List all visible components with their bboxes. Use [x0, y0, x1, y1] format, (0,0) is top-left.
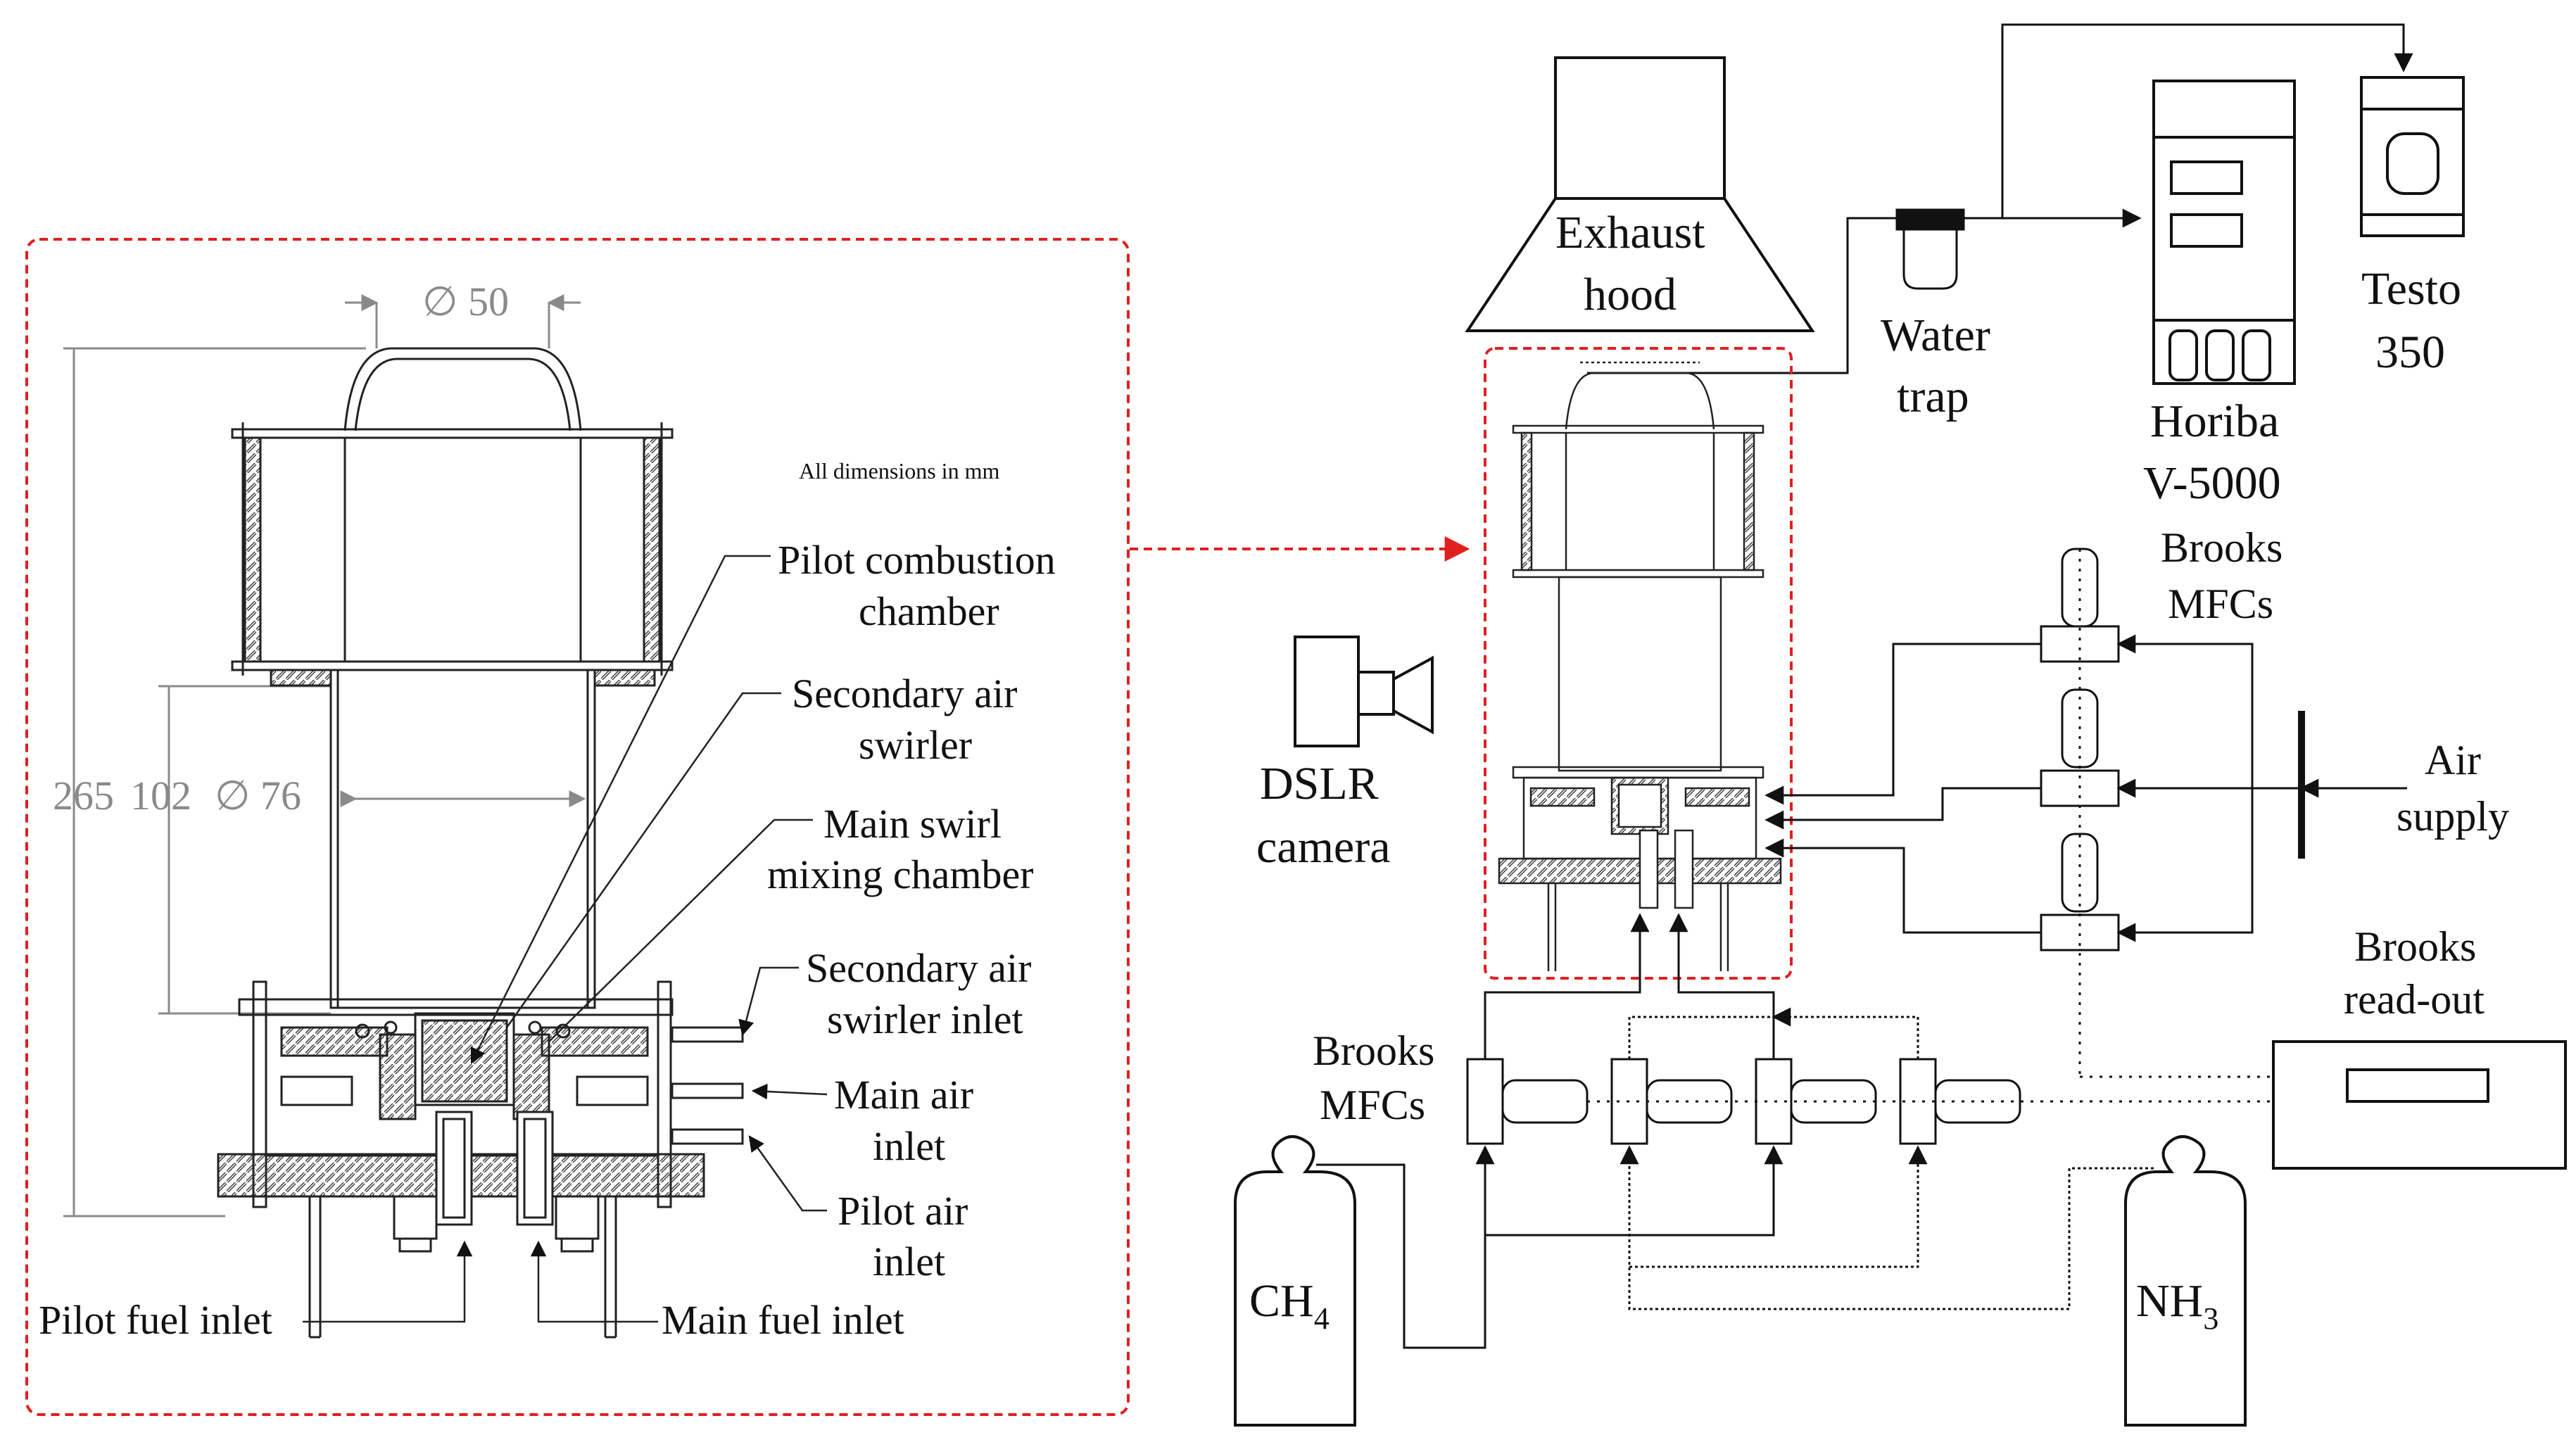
air-supply-label-2: supply: [2397, 793, 2509, 840]
water-trap-label: Water: [1881, 310, 1990, 361]
brooks-readout-label-2: read-out: [2344, 976, 2485, 1023]
quartz-tube: [329, 669, 596, 1009]
horiba-label: Horiba: [2150, 396, 2279, 447]
nh3-label-subscript: 3: [2203, 1301, 2218, 1336]
ch4-cylinder: [1234, 1135, 1356, 1427]
exhaust-hood-label: Exhaust: [1555, 207, 1705, 258]
label-pilot-fuel-inlet: Pilot fuel inlet: [39, 1297, 272, 1343]
sampling-lines: [1587, 23, 2413, 374]
label-pilot-combustion-chamber: Pilot combustion: [778, 537, 1056, 583]
label-secondary-air-swirler: Secondary air: [792, 671, 1017, 716]
water-trap: [1895, 208, 1965, 290]
label-secondary-air-swirler-2: swirler: [859, 722, 972, 768]
burner-setup: [1484, 347, 1793, 980]
dimension-note: All dimensions in mm: [799, 458, 999, 483]
upper-combustion-chamber: [231, 347, 674, 687]
exhaust-hood: [1465, 56, 1815, 332]
label-pilot-air-inlet: Pilot air: [838, 1188, 968, 1234]
label-pilot-air-inlet-2: inlet: [873, 1239, 945, 1284]
label-pilot-combustion-chamber-2: chamber: [859, 588, 999, 634]
brooks-readout: [2272, 1040, 2567, 1170]
testo-analyzer: [2360, 76, 2465, 237]
ch4-label: CH4: [1249, 1275, 1330, 1336]
burner-body: [217, 980, 744, 1339]
dslr-camera: [1294, 636, 1434, 747]
label-main-air-inlet: Main air: [834, 1072, 973, 1118]
dim-diameter-50: ∅ 50: [422, 279, 509, 324]
label-main-air-inlet-2: inlet: [873, 1123, 945, 1169]
ch4-label-base: CH: [1249, 1275, 1314, 1327]
horiba-analyzer: [2152, 80, 2296, 385]
leader-lines: [303, 555, 828, 1323]
ch4-label-subscript: 4: [1314, 1301, 1330, 1336]
dslr-camera-label-2: camera: [1256, 821, 1391, 873]
brooks-readout-label: Brooks: [2354, 923, 2476, 970]
nh3-label: NH3: [2136, 1275, 2218, 1336]
fuel-mfc-label: Brooks: [1313, 1028, 1434, 1074]
label-main-swirl-mixing-chamber-2: mixing chamber: [767, 852, 1034, 897]
label-secondary-air-swirler-inlet: Secondary air: [806, 945, 1031, 991]
air-supply-lines: [1764, 634, 2407, 942]
nh3-cylinder: [2124, 1135, 2247, 1427]
experimental-setup-panel: Exhaust hood Water trap Horiba V-5000: [1234, 23, 2567, 1427]
burner-detail-panel: ∅ 50 265 102 ∅ 76 All dimensions in mm P…: [25, 238, 1130, 1416]
water-trap-label-2: trap: [1897, 371, 1969, 422]
testo-label: Testo: [2361, 263, 2461, 315]
air-mfc-label-2: MFCs: [2168, 581, 2273, 627]
dim-diameter-76: ∅ 76: [215, 773, 301, 818]
air-supply-label: Air: [2425, 737, 2481, 783]
air-mfc-label: Brooks: [2161, 524, 2283, 571]
dim-height-265: 265: [53, 773, 114, 818]
horiba-label-2: V-5000: [2143, 457, 2281, 509]
detail-frame: [25, 238, 1130, 1416]
burner-highlight-frame: [1484, 347, 1793, 980]
fuel-mfc-label-2: MFCs: [1320, 1082, 1425, 1128]
testo-label-2: 350: [2375, 327, 2445, 378]
nh3-label-base: NH: [2136, 1275, 2203, 1327]
label-main-swirl-mixing-chamber: Main swirl: [823, 801, 1002, 847]
dim-height-102: 102: [130, 773, 191, 818]
fuel-lines: [1316, 913, 2154, 1349]
label-secondary-air-swirler-inlet-2: swirler inlet: [827, 997, 1023, 1042]
exhaust-hood-label-2: hood: [1584, 269, 1677, 320]
air-mfc-bank: [2040, 548, 2120, 1077]
fuel-mfc-bank: [1466, 1058, 2273, 1145]
dslr-camera-label: DSLR: [1260, 758, 1379, 809]
label-main-fuel-inlet: Main fuel inlet: [662, 1297, 904, 1343]
